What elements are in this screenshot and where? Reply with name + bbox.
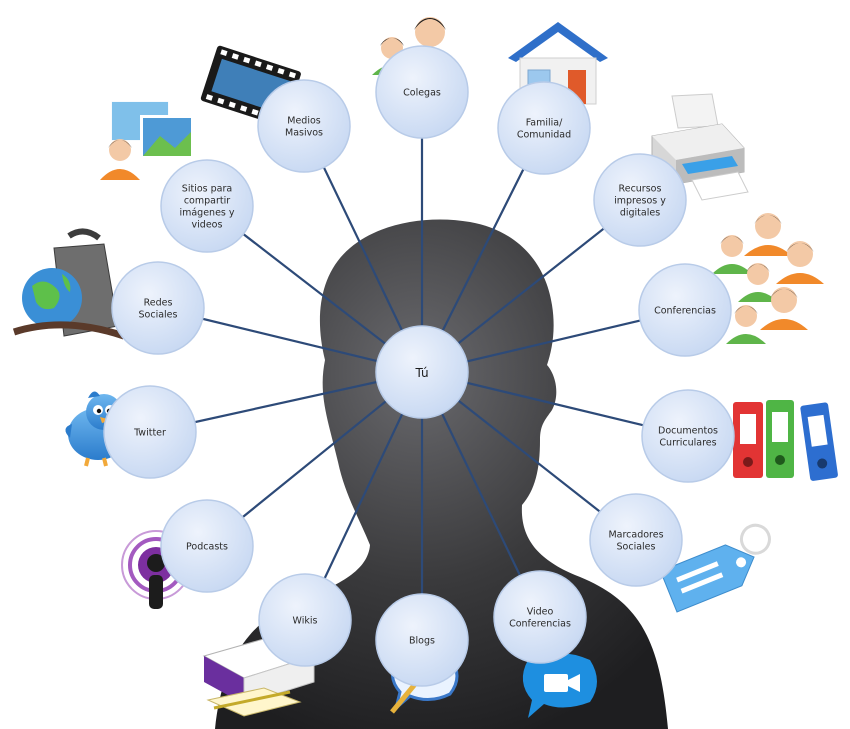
node-wikis: Wikis — [258, 573, 352, 667]
node-label: Sociales — [139, 310, 178, 321]
printer-icon — [651, 93, 749, 201]
node-circle — [257, 79, 351, 173]
node-label: videos — [192, 220, 223, 231]
node-circle — [497, 81, 591, 175]
photo-sharing-icon — [100, 98, 194, 180]
node-label: Marcadores — [608, 530, 663, 541]
node-label: Sociales — [617, 542, 656, 553]
topic-nodes: MediosMasivosColegasFamilia/ComunidadSit… — [103, 45, 735, 687]
node-label: compartir — [184, 196, 230, 207]
node-label: Redes — [144, 298, 173, 309]
node-circle — [493, 570, 587, 664]
binders-icon — [733, 400, 838, 481]
node-circle — [375, 593, 469, 687]
node-label: Masivos — [285, 128, 323, 139]
node-label: Documentos — [658, 426, 718, 437]
node-conferencias: Conferencias — [638, 263, 732, 357]
node-label: imágenes y — [179, 208, 234, 219]
node-circle — [641, 389, 735, 483]
node-blogs: Blogs — [375, 593, 469, 687]
node-label: Blogs — [409, 636, 435, 647]
node-label: Familia/ — [526, 118, 563, 129]
node-label: Conferencias — [509, 619, 571, 630]
node-label: Video — [527, 607, 554, 618]
node-label: Recursos — [619, 184, 662, 195]
node-circle — [638, 263, 732, 357]
node-familia: Familia/Comunidad — [497, 81, 591, 175]
video-chat-icon — [522, 653, 597, 718]
globe-backpack-icon — [12, 228, 126, 340]
node-podcasts: Podcasts — [160, 499, 254, 593]
node-label: Sitios para — [182, 184, 232, 195]
node-circle — [375, 45, 469, 139]
node-twitter: Twitter — [103, 385, 197, 479]
node-colegas: Colegas — [375, 45, 469, 139]
node-label: digitales — [620, 208, 660, 219]
node-label: Twitter — [133, 428, 166, 439]
node-circle — [111, 261, 205, 355]
node-circle — [258, 573, 352, 667]
hub-node: Tú — [375, 325, 469, 419]
node-label: Medios — [287, 116, 321, 127]
audience-group-icon — [712, 213, 824, 344]
node-circle — [160, 499, 254, 593]
node-circle — [589, 493, 683, 587]
node-label: Conferencias — [654, 306, 716, 317]
node-label: Podcasts — [186, 542, 228, 553]
node-label: Colegas — [403, 88, 441, 99]
node-circle — [593, 153, 687, 247]
node-circle — [160, 159, 254, 253]
hub-label: Tú — [414, 366, 428, 380]
node-label: Wikis — [293, 616, 318, 627]
node-label: impresos y — [614, 196, 666, 207]
bookmark-tag-icon — [659, 523, 771, 613]
node-circle — [103, 385, 197, 479]
node-label: Curriculares — [659, 438, 716, 449]
node-label: Comunidad — [517, 130, 571, 141]
